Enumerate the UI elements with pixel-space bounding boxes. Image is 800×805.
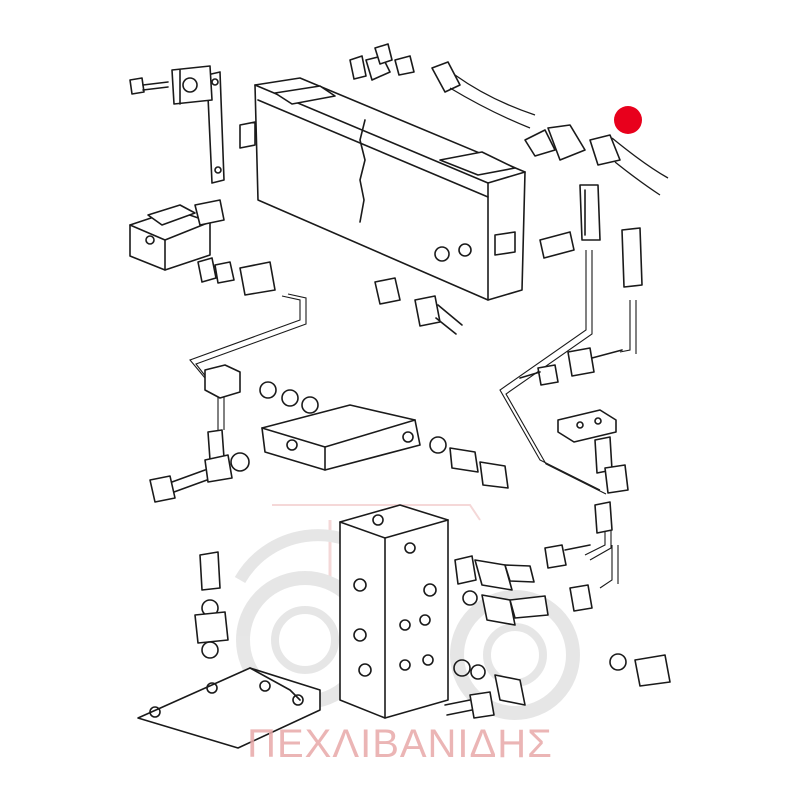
hose-top xyxy=(431,61,536,129)
solenoid-actuator xyxy=(129,199,225,271)
pipe-lines xyxy=(189,250,637,589)
valve-housing-box xyxy=(239,77,526,301)
elbow-fittings-right xyxy=(444,544,593,719)
hose-right-with-elbow xyxy=(524,124,669,288)
base-plate xyxy=(137,667,321,749)
elbow-fitting-top xyxy=(349,43,415,81)
banjo-bolt-top-left xyxy=(129,77,169,95)
clamp-block-right xyxy=(557,409,617,443)
bolts-and-washers xyxy=(149,231,671,687)
clip-block-top xyxy=(171,65,213,105)
watermark-brand-text: ΠΕΧΛΙΒΑΝΙΔΗΣ xyxy=(247,722,553,766)
adapter-fitting-left xyxy=(197,257,463,335)
red-dot-marker xyxy=(614,106,642,134)
control-valve-block xyxy=(339,504,449,719)
distributor-block-middle xyxy=(261,404,421,471)
